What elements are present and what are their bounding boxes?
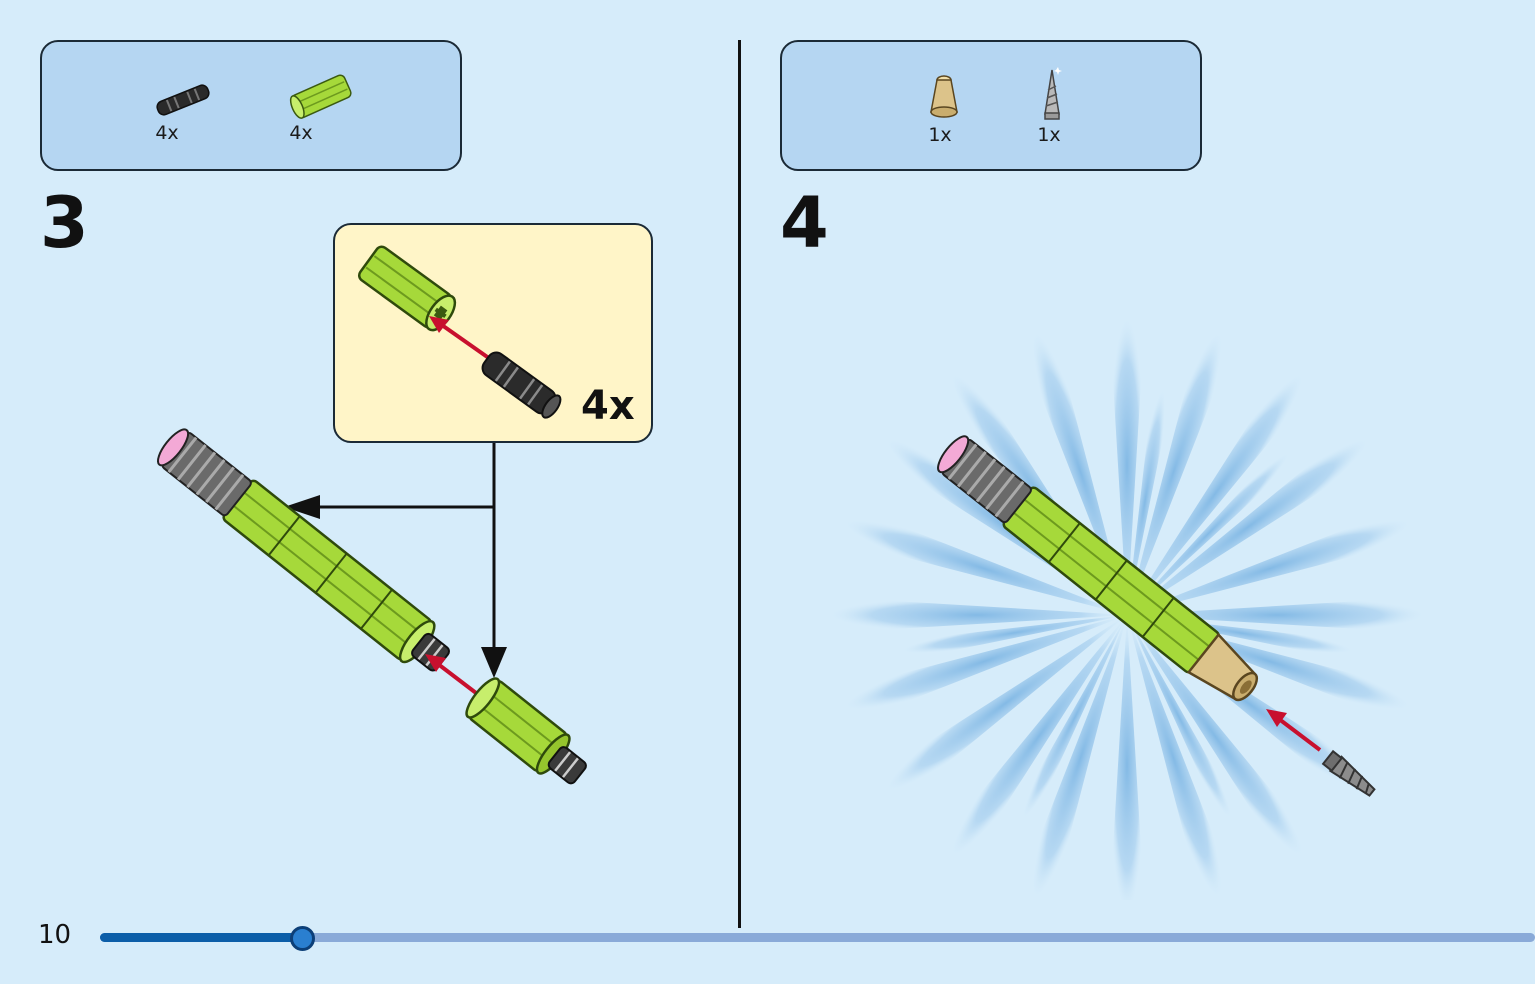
progress-knob [289,926,315,951]
black-pin-icon [156,84,210,116]
part-qty: 4x [289,122,313,144]
progress-bar [100,926,1535,951]
callout-qty: 4x [581,383,635,429]
arrow-head-left [284,495,320,519]
lime-tube-icon [289,74,352,119]
hilt-assembly [156,428,450,672]
loose-sub-assembly [465,677,587,785]
part-qty: 1x [1037,124,1061,146]
burst-effect [827,315,1427,900]
step-number-3: 3 [40,182,89,264]
step-number-4: 4 [780,182,829,264]
part-qty: 1x [928,124,952,146]
completed-hilt [937,435,1259,702]
drill-piece [1321,749,1376,797]
step-4-illustration [827,315,1427,900]
part-qty: 4x [155,122,179,144]
callout-illustration [357,245,562,419]
arrow-head-down [481,647,507,678]
sub-assembly-callout: 4x [333,223,653,443]
progress-fill [100,933,301,942]
step-3-illustration [156,428,587,785]
page-number: 10 [38,920,72,950]
step-3-parts-box: 4x 4x [40,40,462,171]
step-4-parts-box: 1x 1x [780,40,1202,171]
tan-cone-icon [930,75,958,118]
page-divider [738,40,741,928]
silver-drill-icon [1044,67,1062,120]
